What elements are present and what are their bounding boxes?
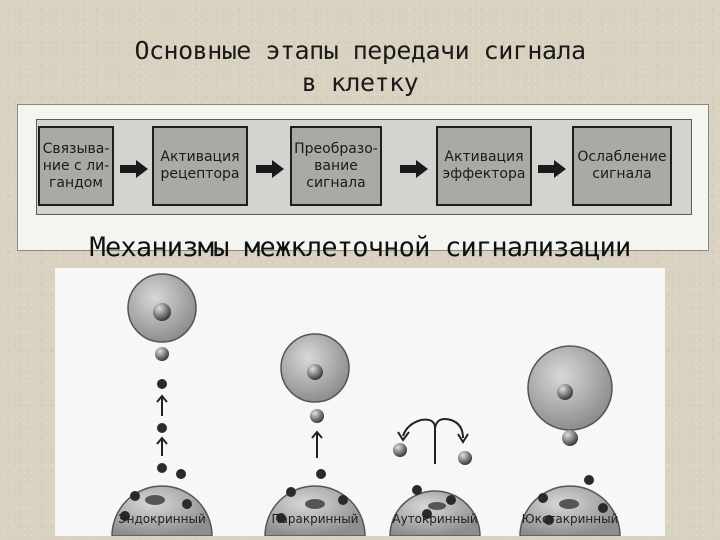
paracrine-mechanism	[264, 333, 366, 537]
step-signal-attenuation: Ослабление сигнала	[572, 126, 672, 206]
up-arrow-icon	[156, 436, 168, 456]
step-signal-transduction: Преобразо- вание сигнала	[290, 126, 382, 206]
right-arrow-icon	[120, 160, 148, 178]
right-arrow-icon	[256, 160, 284, 178]
title-line-2: в клетку	[301, 68, 419, 97]
bound-ligand	[393, 443, 407, 457]
nucleus	[557, 384, 573, 400]
right-arrow-icon	[538, 160, 566, 178]
step-effector-activation: Активация эффектора	[436, 126, 532, 206]
nucleus	[307, 364, 323, 380]
step-receptor-activation: Активация рецептора	[152, 126, 248, 206]
ligand	[157, 423, 167, 433]
source-cell	[389, 490, 481, 537]
up-arrow-icon	[156, 394, 168, 416]
caption-endocrine: Эндокринный	[118, 512, 206, 526]
bound-ligand	[458, 451, 472, 465]
up-arrow-icon	[311, 430, 323, 458]
endocrine-mechanism	[111, 273, 213, 537]
bound-ligand	[562, 430, 578, 446]
juxtacrine-mechanism	[519, 345, 621, 537]
curved-arrow-icon	[434, 418, 464, 439]
curved-arrow-icon	[402, 418, 436, 464]
step-ligand-binding: Связыва- ние с ли- гандом	[38, 126, 114, 206]
caption-juxtacrine: Юкстакринный	[521, 512, 619, 526]
ligand	[157, 463, 167, 473]
nucleus	[153, 303, 171, 321]
signaling-diagram	[111, 273, 621, 537]
source-cell	[111, 485, 213, 537]
source-cell	[264, 485, 366, 537]
autocrine-mechanism	[389, 418, 481, 537]
bound-ligand	[155, 347, 169, 361]
caption-paracrine: Паракринный	[271, 512, 359, 526]
caption-autocrine: Аутокринный	[392, 512, 478, 526]
ligand	[157, 379, 167, 389]
right-arrow-icon	[400, 160, 428, 178]
intercellular-signaling-illustration	[55, 268, 665, 537]
title-line-1: Основные этапы передачи сигнала	[134, 36, 586, 65]
subtitle-signaling-mechanisms: Механизмы межклеточной сигнализации	[89, 232, 632, 263]
bound-ligand	[310, 409, 324, 423]
